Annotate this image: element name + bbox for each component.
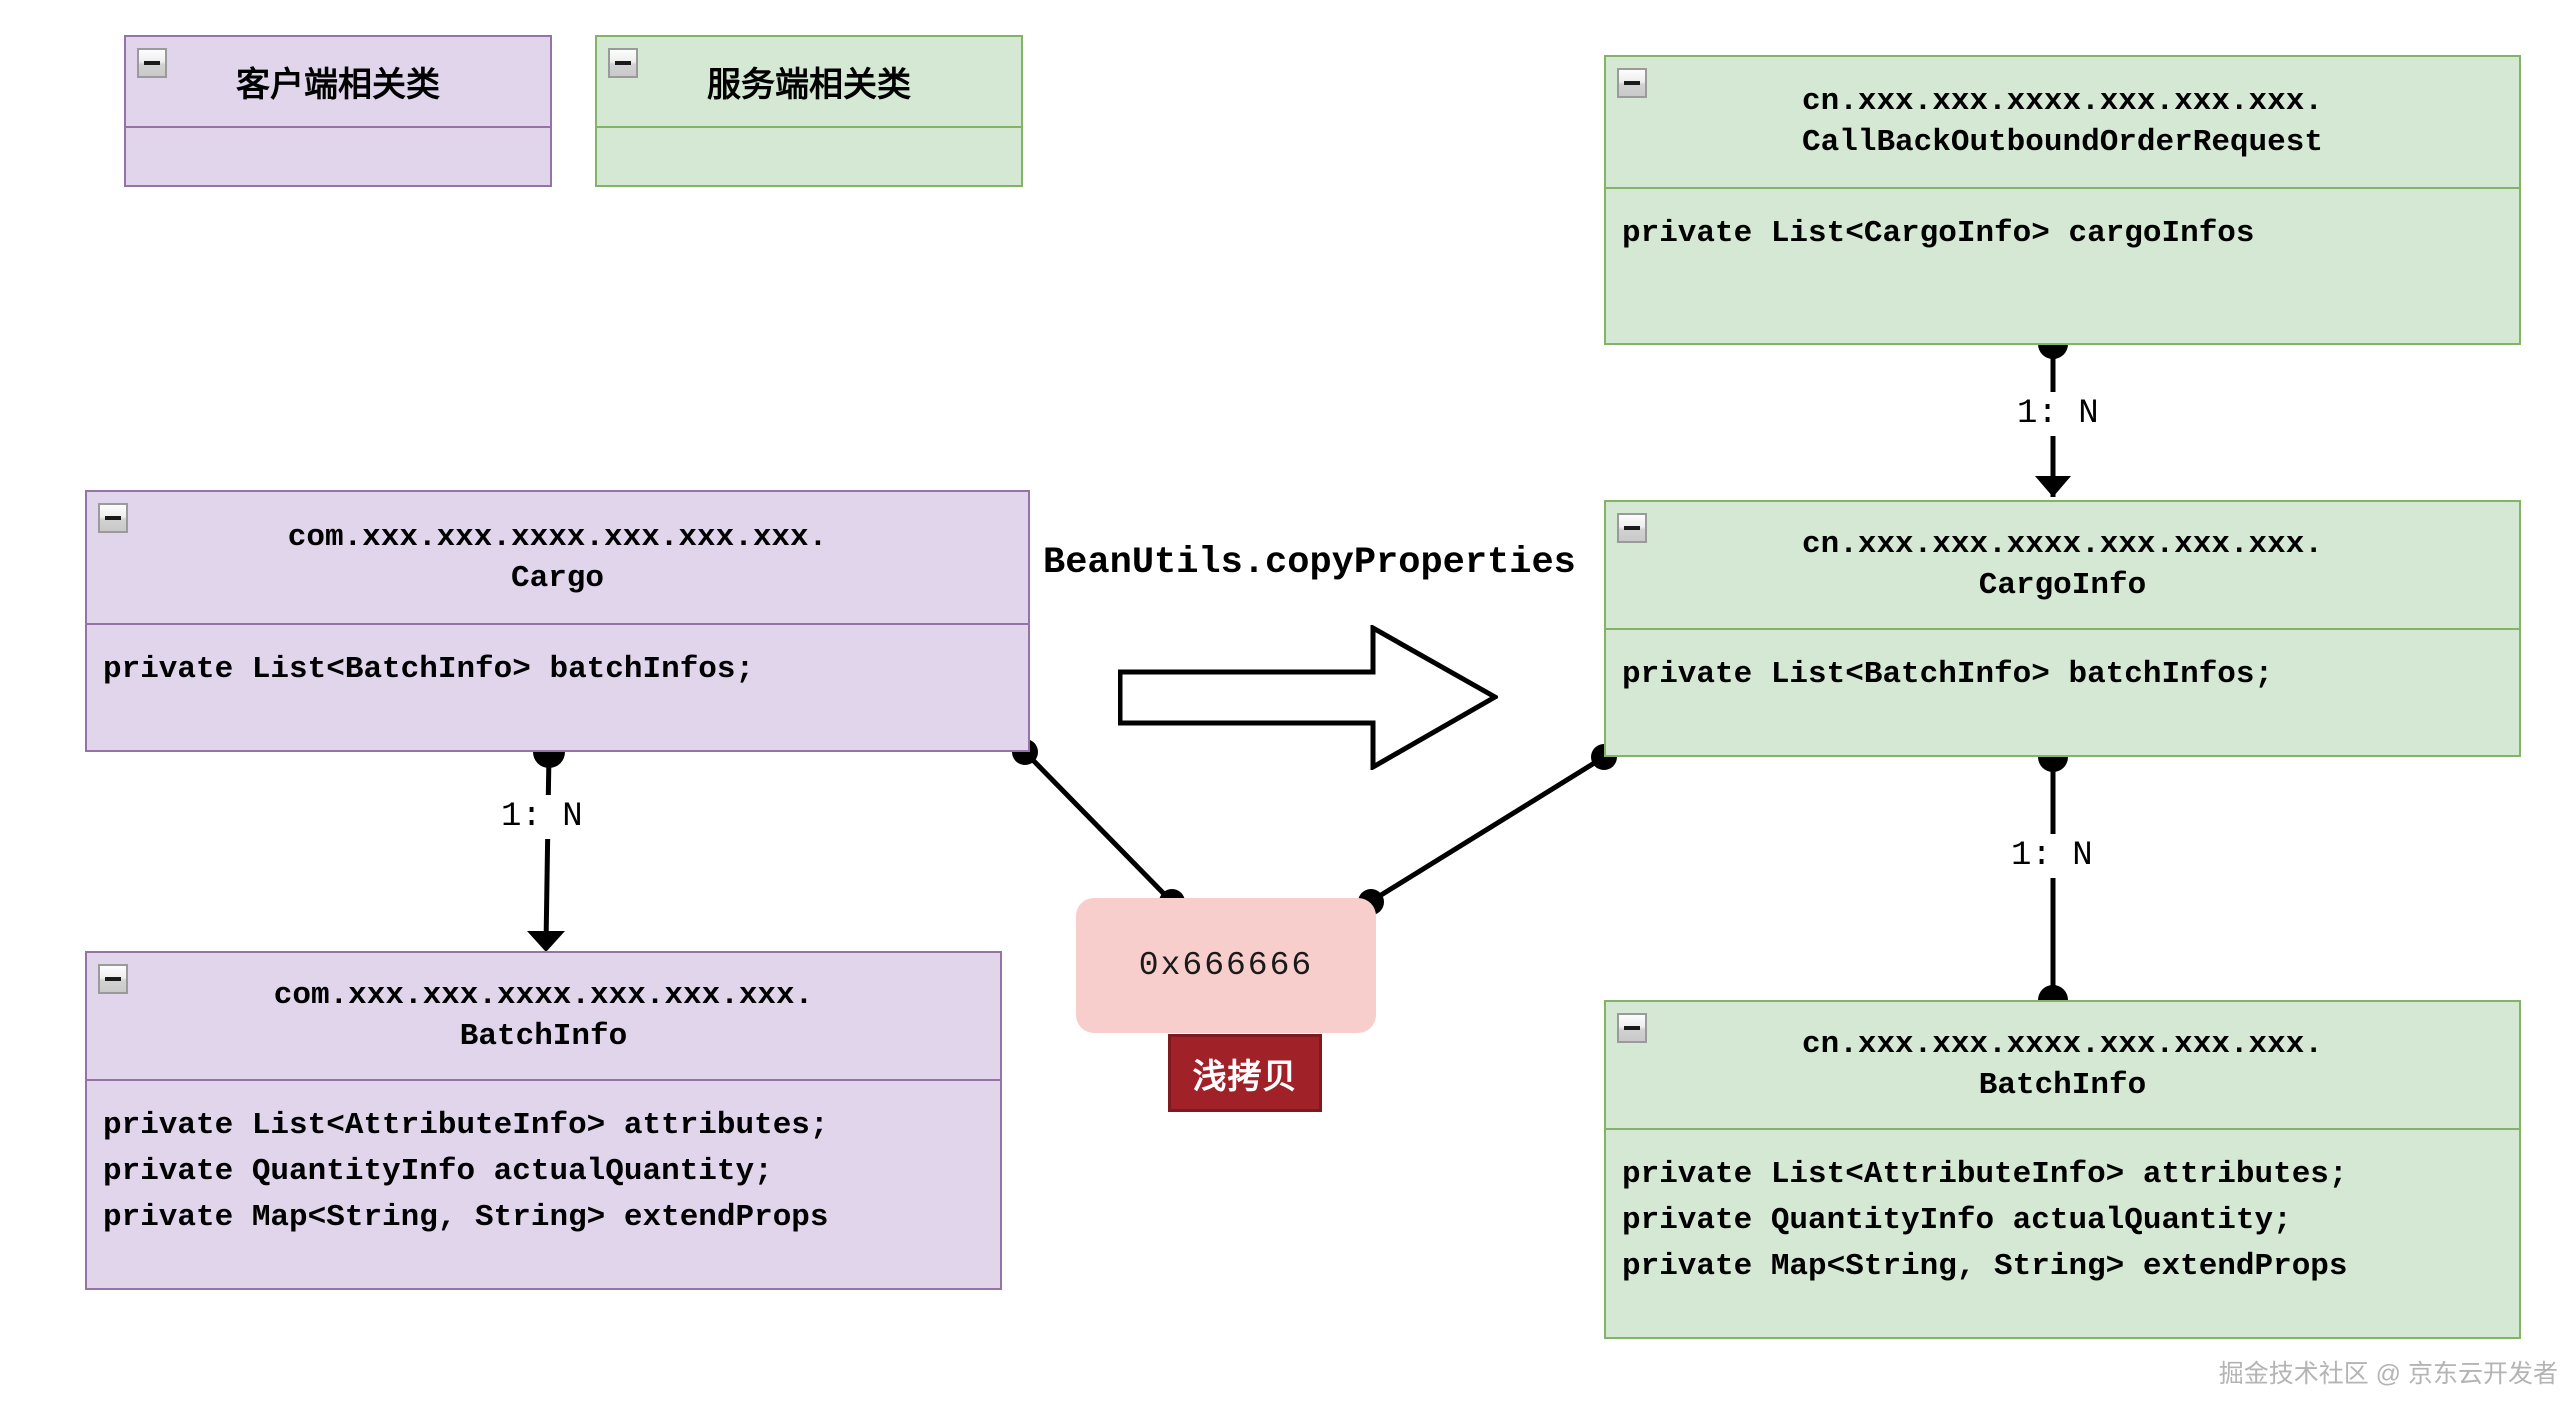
class-header-callback-request: cn.xxx.xxx.xxxx.xxx.xxx.xxx. CallBackOut… [1606, 57, 2519, 189]
class-box-cargo: com.xxx.xxx.xxxx.xxx.xxx.xxx. Cargo priv… [85, 490, 1030, 752]
class-box-batch-info-server: cn.xxx.xxx.xxxx.xxx.xxx.xxx. BatchInfo p… [1604, 1000, 2521, 1339]
legend-server-body [597, 128, 1021, 185]
class-package-cargo: com.xxx.xxx.xxxx.xxx.xxx.xxx. [287, 519, 828, 555]
legend-server-label: 服务端相关类 [707, 66, 911, 104]
shallow-copy-label: 浅拷贝 [1192, 1057, 1298, 1096]
right-arrow-icon [1118, 625, 1498, 770]
class-header-batch-info-client: com.xxx.xxx.xxxx.xxx.xxx.xxx. BatchInfo [87, 953, 1000, 1081]
class-name-cargo-info: CargoInfo [1978, 568, 2147, 603]
collapse-minus-icon[interactable] [98, 964, 128, 994]
collapse-minus-icon[interactable] [137, 48, 167, 78]
class-box-cargo-info: cn.xxx.xxx.xxxx.xxx.xxx.xxx. CargoInfo p… [1604, 500, 2521, 757]
shallow-copy-badge: 浅拷贝 [1168, 1034, 1322, 1112]
class-name-batch-info-server: BatchInfo [1978, 1068, 2147, 1103]
class-body-batch-info-client: private List<AttributeInfo> attributes; … [87, 1081, 1000, 1288]
class-header-batch-info-server: cn.xxx.xxx.xxxx.xxx.xxx.xxx. BatchInfo [1606, 1002, 2519, 1130]
legend-client-header: 客户端相关类 [126, 37, 550, 128]
legend-box-server: 服务端相关类 [595, 35, 1023, 187]
class-header-cargo: com.xxx.xxx.xxxx.xxx.xxx.xxx. Cargo [87, 492, 1028, 625]
class-package-cargo-info: cn.xxx.xxx.xxxx.xxx.xxx.xxx. [1802, 527, 2323, 562]
legend-box-client: 客户端相关类 [124, 35, 552, 187]
class-body-cargo: private List<BatchInfo> batchInfos; [87, 625, 1028, 750]
shared-address-pill: 0x666666 [1076, 898, 1376, 1033]
class-package-batch-info-server: cn.xxx.xxx.xxxx.xxx.xxx.xxx. [1802, 1027, 2323, 1062]
legend-server-header: 服务端相关类 [597, 37, 1021, 128]
collapse-minus-icon[interactable] [1617, 1013, 1647, 1043]
watermark-text: 掘金技术社区 @ 京东云开发者 [2218, 1360, 2558, 1388]
class-body-callback-request: private List<CargoInfo> cargoInfos [1606, 189, 2519, 343]
class-name-cargo: Cargo [510, 560, 604, 596]
shared-address-value: 0x666666 [1138, 947, 1314, 984]
class-name-callback-request: CallBackOutboundOrderRequest [1802, 125, 2323, 160]
class-header-cargo-info: cn.xxx.xxx.xxxx.xxx.xxx.xxx. CargoInfo [1606, 502, 2519, 630]
edge-label-request-to-cargoinfo: 1: N [2008, 392, 2108, 436]
class-box-callback-outbound-order-request: cn.xxx.xxx.xxxx.xxx.xxx.xxx. CallBackOut… [1604, 55, 2521, 345]
collapse-minus-icon[interactable] [98, 503, 128, 533]
class-box-batch-info-client: com.xxx.xxx.xxxx.xxx.xxx.xxx. BatchInfo … [85, 951, 1002, 1290]
class-fields-batch-info-server: private List<AttributeInfo> attributes; … [1622, 1157, 2348, 1284]
class-package-callback-request: cn.xxx.xxx.xxxx.xxx.xxx.xxx. [1802, 84, 2323, 119]
legend-client-body [126, 128, 550, 185]
edge-label-cargo-to-batchinfo: 1: N [492, 795, 592, 839]
class-fields-cargo-info: private List<BatchInfo> batchInfos; [1622, 657, 2274, 692]
class-body-cargo-info: private List<BatchInfo> batchInfos; [1606, 630, 2519, 755]
class-fields-cargo: private List<BatchInfo> batchInfos; [103, 652, 755, 687]
edge-label-cargoinfo-to-batchinfo: 1: N [2002, 834, 2102, 878]
class-fields-batch-info-client: private List<AttributeInfo> attributes; … [103, 1108, 829, 1235]
copy-properties-caption: BeanUtils.copyProperties [1043, 542, 1576, 584]
edge-cargo-to-batchinfo [527, 736, 565, 952]
class-name-batch-info-client: BatchInfo [459, 1019, 628, 1054]
collapse-minus-icon[interactable] [1617, 68, 1647, 98]
collapse-minus-icon[interactable] [1617, 513, 1647, 543]
legend-client-label: 客户端相关类 [236, 66, 440, 104]
collapse-minus-icon[interactable] [608, 48, 638, 78]
class-body-batch-info-server: private List<AttributeInfo> attributes; … [1606, 1130, 2519, 1337]
edge-cargoinfo-to-batchinfo [2038, 742, 2068, 1015]
class-fields-callback-request: private List<CargoInfo> cargoInfos [1622, 216, 2255, 251]
class-package-batch-info-client: com.xxx.xxx.xxxx.xxx.xxx.xxx. [273, 978, 814, 1013]
